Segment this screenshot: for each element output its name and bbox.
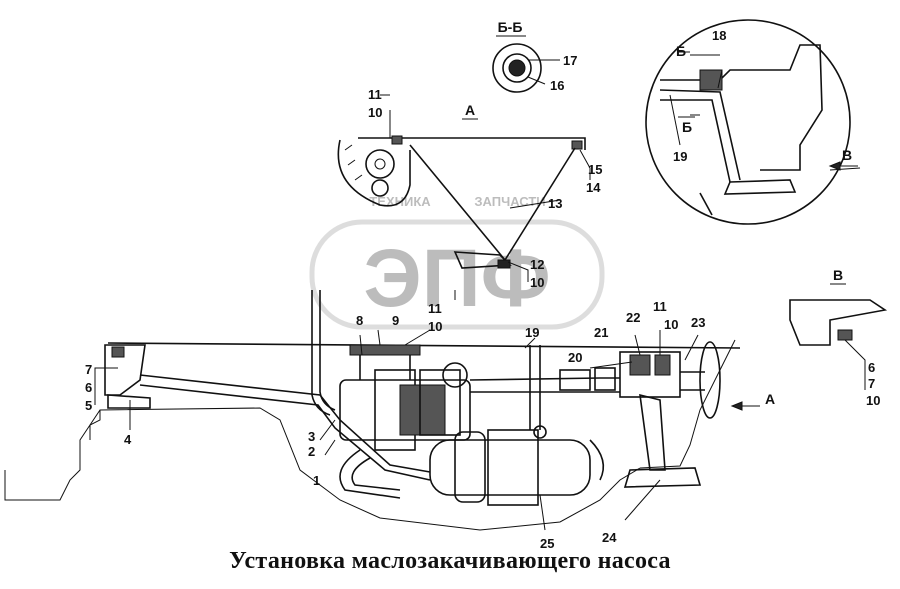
section-b-bottom-label: Б bbox=[682, 119, 692, 135]
callout-10-b: 10 bbox=[368, 105, 382, 120]
callout-12: 12 bbox=[530, 257, 544, 272]
section-a-label: А bbox=[465, 102, 475, 118]
floor-outline bbox=[4, 339, 736, 531]
callout-11-b: 11 bbox=[368, 87, 382, 102]
callout-7-v: 7 bbox=[868, 376, 875, 391]
callout-11-a: 11 bbox=[428, 301, 442, 316]
callout-23: 23 bbox=[691, 315, 705, 330]
callout-6: 6 bbox=[85, 380, 92, 395]
callout-10-c: 10 bbox=[530, 275, 544, 290]
arrows bbox=[678, 51, 858, 411]
detail-v-title: В bbox=[833, 267, 843, 283]
callout-25: 25 bbox=[540, 536, 554, 551]
section-bb: Б-Б bbox=[492, 19, 560, 93]
section-bb-title: Б-Б bbox=[498, 19, 523, 35]
callout-10-a: 10 bbox=[428, 319, 442, 334]
callout-4: 4 bbox=[124, 432, 132, 447]
diagram-caption: Установка маслозакачивающего насоса bbox=[229, 548, 671, 574]
detail-v bbox=[789, 299, 888, 346]
section-b-top-label: Б bbox=[676, 43, 686, 59]
callout-19-b: 19 bbox=[525, 325, 539, 340]
callout-11-d: 11 bbox=[653, 299, 667, 314]
callout-numbers: 1 2 3 4 5 6 7 8 9 10 11 10 11 12 10 13 1… bbox=[85, 28, 880, 551]
callout-10-v: 10 bbox=[866, 393, 880, 408]
callout-10-d: 10 bbox=[664, 317, 678, 332]
callout-22: 22 bbox=[626, 310, 640, 325]
watermark: ЭПФ ТЕХНИКА ЗАПЧАСТИ bbox=[309, 194, 605, 330]
main-assembly bbox=[104, 290, 741, 506]
watermark-brand: ЭПФ bbox=[363, 233, 550, 324]
callout-20: 20 bbox=[568, 350, 582, 365]
detail-b-circle bbox=[645, 19, 861, 225]
callout-2: 2 bbox=[308, 444, 315, 459]
watermark-frame bbox=[309, 219, 605, 330]
leader-lines bbox=[94, 69, 866, 531]
watermark-text-right: ЗАПЧАСТИ bbox=[474, 194, 545, 209]
callout-13: 13 bbox=[548, 196, 562, 211]
view-a-arrow-label: А bbox=[765, 391, 775, 407]
callout-8: 8 bbox=[356, 313, 363, 328]
callout-14: 14 bbox=[586, 180, 601, 195]
callout-17: 17 bbox=[563, 53, 577, 68]
callout-15: 15 bbox=[588, 162, 602, 177]
callout-6-v: 6 bbox=[868, 360, 875, 375]
callout-16: 16 bbox=[550, 78, 564, 93]
callout-5: 5 bbox=[85, 398, 92, 413]
callout-9: 9 bbox=[392, 313, 399, 328]
callout-21: 21 bbox=[594, 325, 608, 340]
section-a-view bbox=[337, 135, 586, 300]
callout-19-a: 19 bbox=[673, 149, 687, 164]
callout-7: 7 bbox=[85, 362, 92, 377]
callout-18: 18 bbox=[712, 28, 726, 43]
callout-24: 24 bbox=[602, 530, 617, 545]
callout-1: 1 bbox=[313, 473, 320, 488]
view-v-arrow-label: В bbox=[842, 147, 852, 163]
callout-3: 3 bbox=[308, 429, 315, 444]
